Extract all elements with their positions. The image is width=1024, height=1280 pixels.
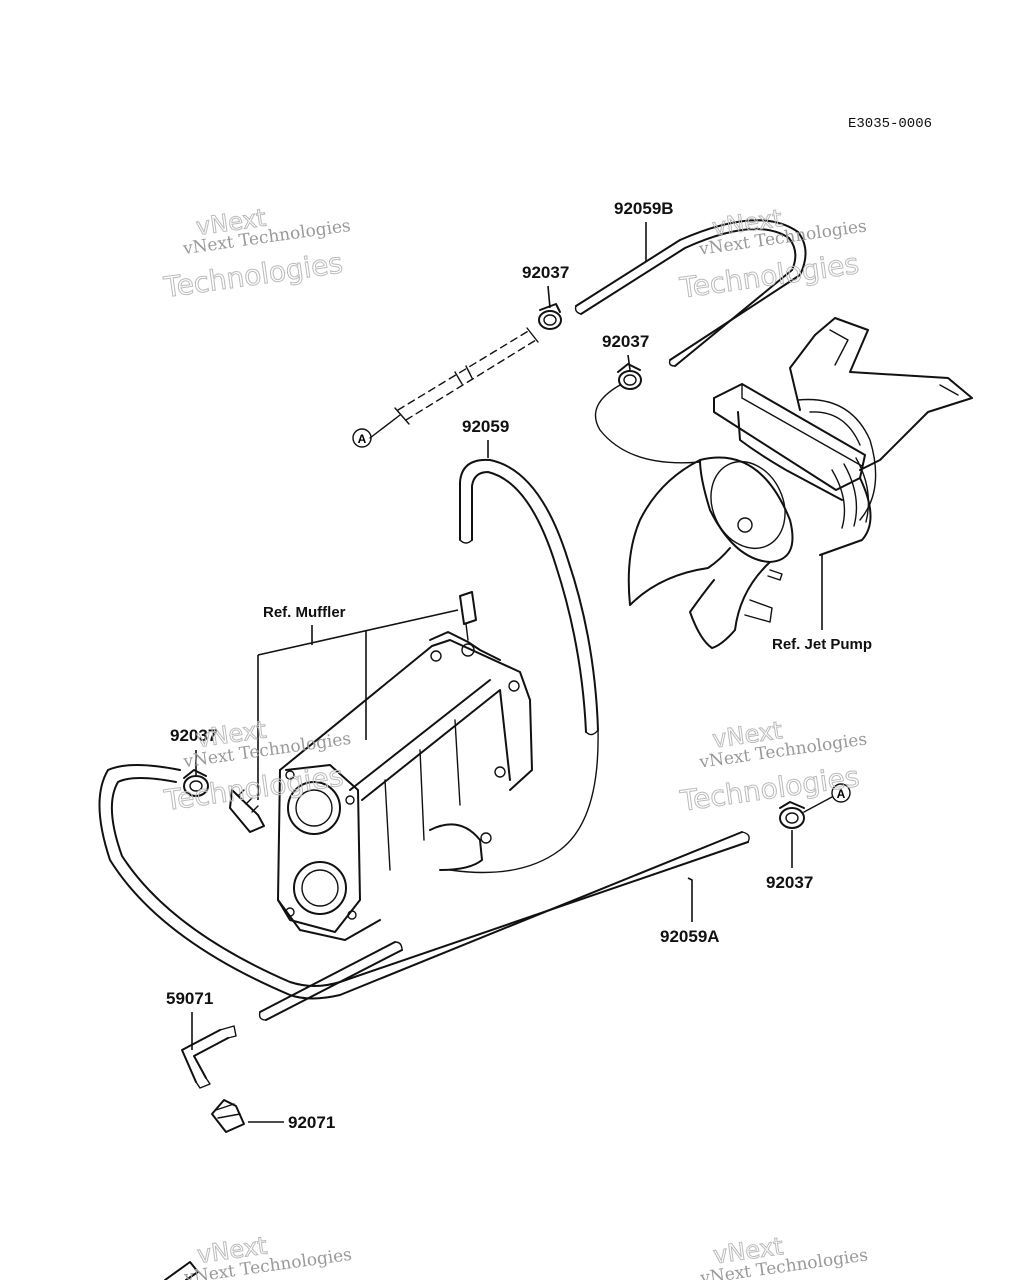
label-92037-right: 92037 bbox=[766, 873, 813, 892]
label-92071: 92071 bbox=[288, 1113, 335, 1132]
drawing-code: E3035-0006 bbox=[848, 116, 932, 132]
label-ref-muffler: Ref. Muffler bbox=[263, 604, 346, 621]
fitting-left bbox=[229, 789, 265, 833]
jet-pump bbox=[627, 317, 973, 649]
watermark-mid-left: vNext Technologies vNext Technologies bbox=[161, 715, 352, 818]
marker-a-lower: A bbox=[831, 783, 851, 803]
watermark-bottom-right: vNext Technologies vNext bbox=[698, 1232, 869, 1280]
label-59071: 59071 bbox=[166, 989, 213, 1008]
svg-text:A: A bbox=[837, 787, 846, 801]
clamp-right-lower bbox=[779, 796, 833, 829]
watermark-mid-right: vNext Technologies vNext Technologies bbox=[677, 716, 868, 819]
clamp-upper-left bbox=[538, 303, 562, 330]
clamp-upper-right bbox=[617, 363, 642, 390]
hose-92059b bbox=[574, 219, 807, 367]
watermark-top-right: vNext Technologies vNext Technologies bbox=[677, 204, 868, 306]
bypass-hose bbox=[594, 384, 701, 464]
svg-text:A: A bbox=[358, 432, 367, 446]
label-92059: 92059 bbox=[462, 417, 509, 436]
muffler-leader bbox=[257, 609, 459, 800]
label-92037-top: 92037 bbox=[522, 263, 569, 282]
drain-hose bbox=[449, 729, 599, 874]
label-92037-jet: 92037 bbox=[602, 332, 649, 351]
watermark-top-left: vNext Technologies vNext Technologies bbox=[161, 203, 352, 305]
marker-a-top: A bbox=[352, 428, 372, 448]
watermark-bottom-left: vNext Technologies vNext bbox=[182, 1231, 353, 1280]
hidden-pipe bbox=[369, 327, 539, 439]
muffler bbox=[277, 591, 533, 941]
elbow-fitting bbox=[181, 1025, 237, 1089]
hose-92059a bbox=[98, 764, 750, 1021]
label-92037-left: 92037 bbox=[170, 726, 217, 745]
drain-cap bbox=[211, 1099, 245, 1133]
label-ref-jet-pump: Ref. Jet Pump bbox=[772, 636, 872, 653]
clamp-left bbox=[183, 769, 209, 797]
hose-92059 bbox=[459, 458, 599, 736]
label-92059b: 92059B bbox=[614, 199, 674, 218]
label-92059a: 92059A bbox=[660, 927, 720, 946]
next-page-fragment bbox=[164, 1261, 199, 1280]
